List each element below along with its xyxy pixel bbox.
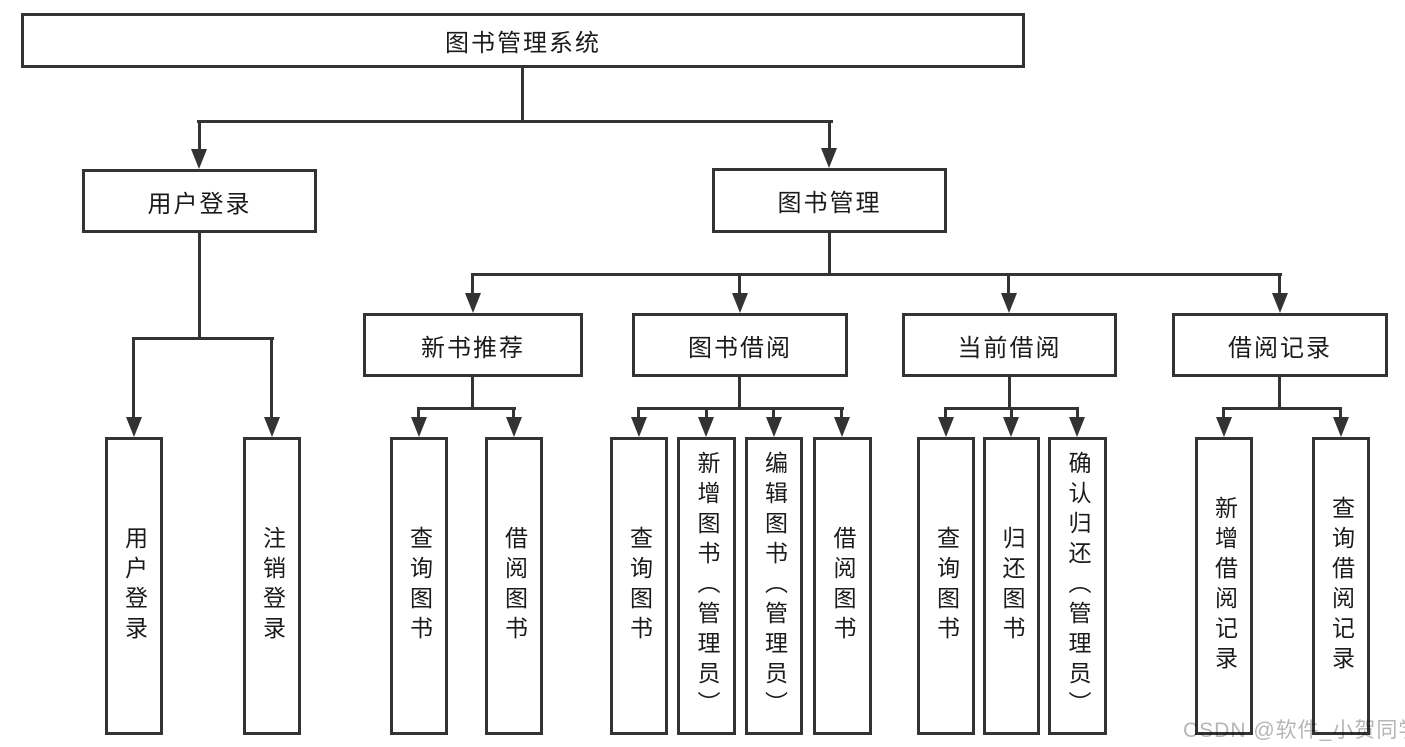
arrow-down-icon <box>1003 417 1019 437</box>
arrow-down-icon <box>938 417 954 437</box>
connector-line <box>1222 407 1225 421</box>
arrow-down-icon <box>821 148 837 168</box>
connector-line <box>471 273 474 298</box>
connector-line <box>1278 273 1281 298</box>
leaf-query-books: 查询图书 <box>917 437 975 735</box>
connector-line <box>1007 273 1010 298</box>
connector-line <box>705 407 708 421</box>
connector-line <box>738 377 741 410</box>
arrow-down-icon <box>191 149 207 169</box>
leaf-borrow-books: 借阅图书 <box>813 437 872 735</box>
connector-line <box>512 407 515 421</box>
arrow-down-icon <box>1333 417 1349 437</box>
node-book-borrow: 图书借阅 <box>632 313 848 377</box>
leaf-borrow-books: 借阅图书 <box>485 437 543 735</box>
arrow-down-icon <box>1001 293 1017 313</box>
leaf-query-borrow-record: 查询借阅记录 <box>1312 437 1370 735</box>
arrow-down-icon <box>126 417 142 437</box>
connector-line <box>637 407 844 410</box>
connector-line <box>840 407 843 421</box>
node-book-management: 图书管理 <box>712 168 947 233</box>
connector-line <box>417 407 420 421</box>
node-root: 图书管理系统 <box>21 13 1025 68</box>
arrow-down-icon <box>631 417 647 437</box>
connector-line <box>637 407 640 421</box>
connector-line <box>197 120 833 123</box>
node-user-login: 用户登录 <box>82 169 317 233</box>
arrow-down-icon <box>411 417 427 437</box>
connector-line <box>1339 407 1342 421</box>
connector-line <box>944 407 947 421</box>
node-new-book-recommend: 新书推荐 <box>363 313 583 377</box>
leaf-return-books: 归还图书 <box>983 437 1040 735</box>
arrow-down-icon <box>766 417 782 437</box>
connector-line <box>471 273 1282 276</box>
connector-line <box>1010 407 1013 421</box>
connector-line <box>198 120 201 154</box>
arrow-down-icon <box>264 417 280 437</box>
leaf-logout: 注销登录 <box>243 437 301 735</box>
connector-line <box>471 377 474 410</box>
connector-line <box>772 407 775 421</box>
leaf-edit-books-admin: 编辑图书（管理员） <box>745 437 803 735</box>
arrow-down-icon <box>698 417 714 437</box>
node-current-borrow: 当前借阅 <box>902 313 1117 377</box>
leaf-add-borrow-record: 新增借阅记录 <box>1195 437 1253 735</box>
connector-line <box>1222 407 1342 410</box>
connector-line <box>132 337 135 422</box>
connector-line <box>521 68 524 123</box>
arrow-down-icon <box>834 417 850 437</box>
connector-line <box>198 233 201 340</box>
connector-line <box>270 337 273 422</box>
leaf-query-books: 查询图书 <box>390 437 448 735</box>
connector-line <box>1008 377 1011 410</box>
leaf-add-books-admin: 新增图书（管理员） <box>677 437 736 735</box>
arrow-down-icon <box>1216 417 1232 437</box>
node-borrow-records: 借阅记录 <box>1172 313 1388 377</box>
arrow-down-icon <box>1272 293 1288 313</box>
connector-line <box>828 233 831 276</box>
leaf-confirm-return-admin: 确认归还（管理员） <box>1048 437 1107 735</box>
arrow-down-icon <box>732 293 748 313</box>
arrow-down-icon <box>506 417 522 437</box>
leaf-user-login: 用户登录 <box>105 437 163 735</box>
connector-line <box>1076 407 1079 421</box>
connector-line <box>738 273 741 298</box>
arrow-down-icon <box>1069 417 1085 437</box>
leaf-query-books: 查询图书 <box>610 437 668 735</box>
arrow-down-icon <box>465 293 481 313</box>
watermark: CSDN @软件_小贺同学 <box>1183 719 1405 742</box>
connector-line <box>828 120 831 153</box>
connector-line <box>1278 377 1281 410</box>
connector-line <box>132 337 274 340</box>
connector-line <box>417 407 516 410</box>
